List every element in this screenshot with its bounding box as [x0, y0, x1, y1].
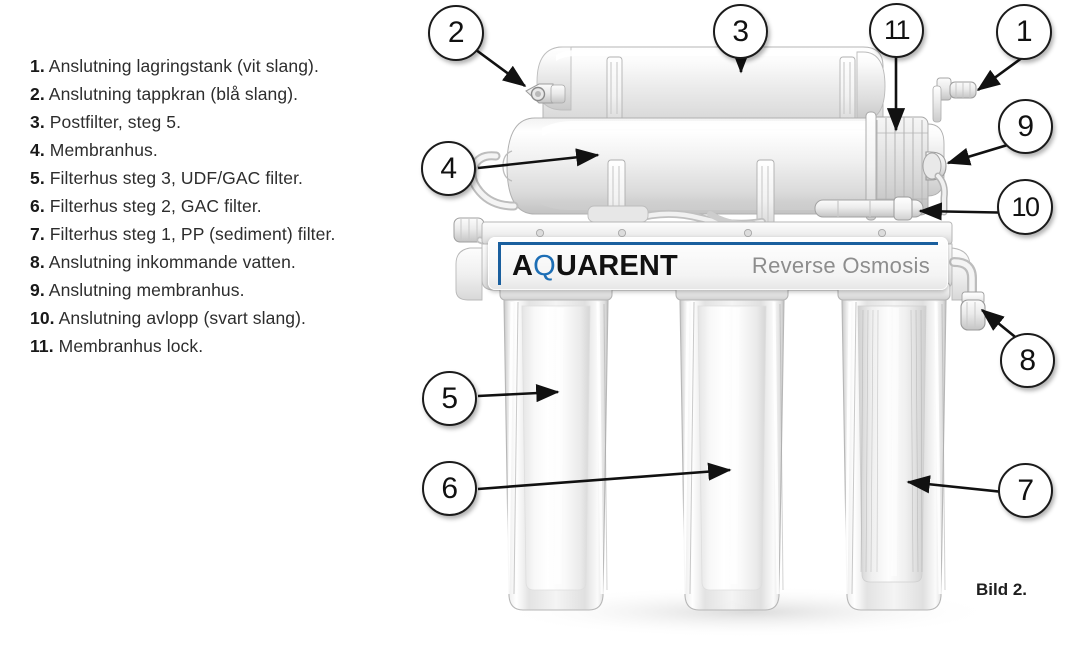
- list-item: 10. Anslutning avlopp (svart slang).: [30, 304, 410, 332]
- list-item: 4. Membranhus.: [30, 136, 410, 164]
- callout-marker-9[interactable]: 9: [998, 99, 1053, 154]
- list-item: 2. Anslutning tappkran (blå slang).: [30, 80, 410, 108]
- callout-marker-3[interactable]: 3: [713, 4, 768, 59]
- legend-item-label: Membranhus lock.: [58, 336, 204, 356]
- membrane-housing-group: [502, 117, 871, 239]
- legend-item-label: Filterhus steg 3, UDF/GAC filter.: [49, 168, 303, 188]
- callout-marker-10[interactable]: 10: [997, 179, 1053, 235]
- callout-marker-6[interactable]: 6: [422, 461, 477, 516]
- filter-housing-right: [837, 281, 951, 611]
- callout-label: 1: [1015, 15, 1033, 48]
- legend-item-number: 3.: [30, 112, 45, 132]
- legend-item-number: 4.: [30, 140, 45, 160]
- leader-line-4: [477, 148, 600, 170]
- list-item: 9. Anslutning membranhus.: [30, 276, 410, 304]
- list-item: 7. Filterhus steg 1, PP (sediment) filte…: [30, 220, 410, 248]
- legend-item-number: 7.: [30, 224, 45, 244]
- legend-item-number: 11.: [30, 336, 54, 356]
- legend-item-label: Anslutning tappkran (blå slang).: [48, 84, 299, 104]
- legend-item-number: 5.: [30, 168, 45, 188]
- callout-label: 11: [883, 15, 911, 45]
- callout-marker-11[interactable]: 11: [869, 3, 924, 58]
- legend-list: 1. Anslutning lagringstank (vit slang). …: [30, 52, 410, 360]
- leader-line-6: [477, 462, 732, 491]
- legend-item-label: Filterhus steg 2, GAC filter.: [49, 196, 262, 216]
- leader-line-2: [471, 45, 527, 88]
- drain-connection: [814, 196, 924, 221]
- brand-accent-line-left: [498, 242, 501, 285]
- brand-name-part1: A: [512, 250, 534, 282]
- legend-item-number: 8.: [30, 252, 45, 272]
- product-illustration: [430, 0, 1073, 656]
- callout-label: 7: [1017, 473, 1034, 507]
- legend-item-number: 2.: [30, 84, 45, 104]
- brand-name-part2: UARENT: [555, 250, 678, 282]
- filter-housing-mid: [675, 281, 789, 611]
- storage-tank-connection: [932, 77, 977, 123]
- callout-marker-7[interactable]: 7: [998, 463, 1053, 518]
- list-item: 3. Postfilter, steg 5.: [30, 108, 410, 136]
- legend-item-label: Anslutning lagringstank (vit slang).: [48, 56, 319, 76]
- membrane-housing-cap-group: [865, 111, 945, 221]
- membrane-housing-connection: [922, 151, 948, 216]
- legend-item-label: Filterhus steg 1, PP (sediment) filter.: [49, 224, 336, 244]
- faucet-connection-port: [525, 83, 566, 104]
- list-item: 5. Filterhus steg 3, UDF/GAC filter.: [30, 164, 410, 192]
- callout-label: 10: [1011, 191, 1040, 222]
- callout-label: 9: [1017, 109, 1034, 143]
- legend-item-number: 1.: [30, 56, 45, 76]
- list-item: 8. Anslutning inkommande vatten.: [30, 248, 410, 276]
- callout-marker-5[interactable]: 5: [422, 371, 477, 426]
- legend-item-label: Anslutning inkommande vatten.: [48, 252, 296, 272]
- callout-label: 3: [732, 14, 749, 48]
- legend-item-number: 9.: [30, 280, 45, 300]
- callout-label: 8: [1019, 343, 1036, 377]
- callout-label: 5: [441, 381, 458, 415]
- legend-item-label: Membranhus.: [49, 140, 158, 160]
- figure-caption: Bild 2.: [976, 580, 1028, 599]
- brand-accent-line-top: [498, 242, 938, 245]
- callout-marker-4[interactable]: 4: [421, 141, 476, 196]
- list-item: 6. Filterhus steg 2, GAC filter.: [30, 192, 410, 220]
- brand-name: AQUARENT: [512, 250, 678, 283]
- callout-marker-8[interactable]: 8: [1000, 333, 1055, 388]
- legend-item-number: 6.: [30, 196, 45, 216]
- callout-marker-1[interactable]: 1: [996, 4, 1052, 60]
- legend-item-label: Anslutning membranhus.: [48, 280, 245, 300]
- post-filter-cylinder-group: [525, 46, 886, 141]
- legend-item-label: Postfilter, steg 5.: [49, 112, 182, 132]
- inlet-water-connection: [949, 257, 986, 331]
- brand-name-q: Q: [533, 250, 556, 282]
- brand-label-plate: AQUARENT Reverse Osmosis: [488, 237, 948, 290]
- callout-marker-2[interactable]: 2: [428, 5, 484, 61]
- leader-line-5: [477, 384, 560, 403]
- filter-housing-left: [499, 281, 613, 611]
- callout-label: 2: [447, 16, 465, 49]
- legend-item-label: Anslutning avlopp (svart slang).: [58, 308, 306, 328]
- list-item: 1. Anslutning lagringstank (vit slang).: [30, 52, 410, 80]
- callout-label: 4: [440, 151, 457, 185]
- list-item: 11. Membranhus lock.: [30, 332, 410, 360]
- callout-label: 6: [441, 471, 458, 505]
- brand-subtitle: Reverse Osmosis: [751, 253, 930, 278]
- legend-item-number: 10.: [30, 308, 55, 328]
